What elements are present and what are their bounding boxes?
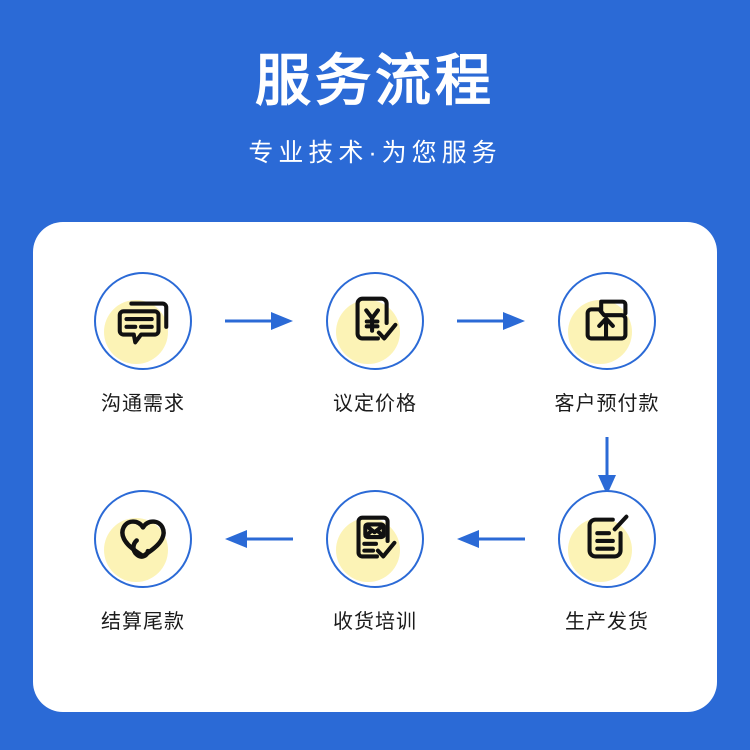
arrow-down-icon	[598, 437, 616, 495]
flow-step-4-label: 生产发货	[565, 611, 649, 633]
flow-step-4-circle	[558, 490, 656, 588]
handshake-icon	[120, 519, 166, 559]
flow-row-top: 沟通需求	[33, 272, 717, 447]
arrow-step3-to-step4-wrap	[33, 437, 717, 495]
arrow-step4-to-step5	[455, 490, 527, 588]
flow-step-1-label: 沟通需求	[101, 393, 185, 415]
flow-step-2[interactable]: 议定价格	[305, 272, 445, 416]
arrow-right-icon	[457, 312, 525, 330]
flow-step-2-label: 议定价格	[333, 393, 417, 415]
flow-step-1-circle	[94, 272, 192, 370]
flow-step-6-circle	[94, 490, 192, 588]
page-subtitle: 专业技术·为您服务	[248, 138, 502, 167]
arrow-step1-to-step2	[223, 272, 295, 370]
flow-step-5-circle	[326, 490, 424, 588]
flow-step-6[interactable]: 结算尾款	[73, 490, 213, 634]
chat-bubbles-icon	[117, 301, 169, 345]
arrow-right-icon	[225, 312, 293, 330]
document-mail-check-icon	[356, 515, 397, 559]
document-pen-icon	[587, 514, 629, 559]
flow-step-5-label: 收货培训	[333, 611, 417, 633]
flow-step-3-circle	[558, 272, 656, 370]
flow-step-3-label: 客户预付款	[554, 393, 660, 415]
arrow-left-icon	[457, 530, 525, 548]
flow-step-2-circle	[326, 272, 424, 370]
folder-upload-icon	[585, 299, 628, 341]
header-banner: 服务流程 专业技术·为您服务	[0, 0, 750, 222]
arrow-step2-to-step3	[455, 272, 527, 370]
price-document-yen-check-icon	[355, 296, 398, 341]
flow-step-6-label: 结算尾款	[101, 611, 185, 633]
flow-step-1[interactable]: 沟通需求	[73, 272, 213, 416]
flow-row-bottom: 结算尾款	[33, 490, 717, 665]
flow-card: 沟通需求	[33, 222, 717, 712]
arrow-left-icon	[225, 530, 293, 548]
flow-step-4[interactable]: 生产发货	[537, 490, 677, 634]
flow-step-3[interactable]: 客户预付款	[537, 272, 677, 416]
arrow-step5-to-step6	[223, 490, 295, 588]
flow-step-5[interactable]: 收货培训	[305, 490, 445, 634]
page-title: 服务流程	[255, 49, 495, 112]
